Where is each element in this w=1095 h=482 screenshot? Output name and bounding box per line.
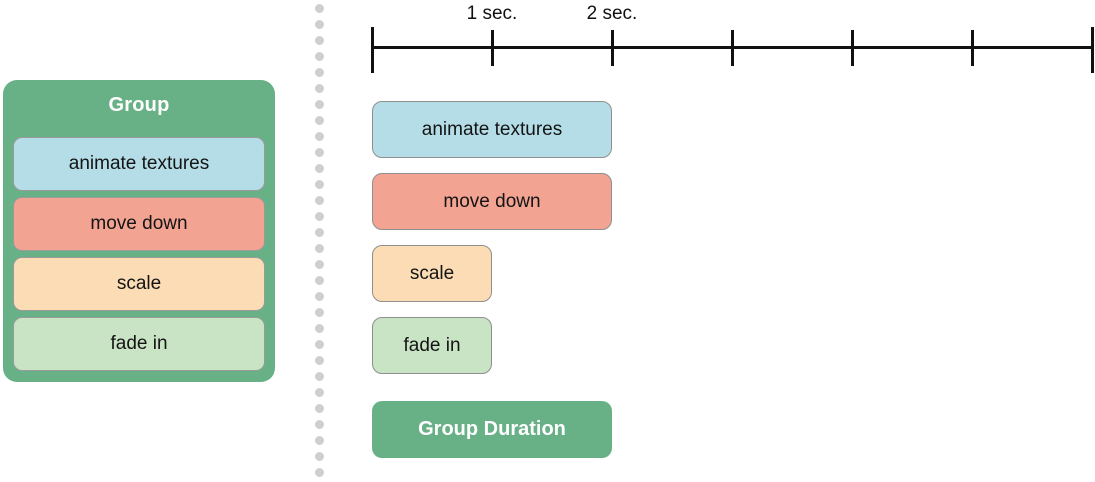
group-panel-title: Group [108,94,170,116]
group-row-label: scale [116,273,162,294]
axis-end-tick [371,27,374,73]
axis-tick [491,30,494,66]
divider-dot [315,180,324,189]
divider-dot [315,276,324,285]
group-row-fade-in[interactable]: fade in [13,317,265,371]
group-row-scale[interactable]: scale [13,257,265,311]
divider-dot [315,84,324,93]
divider-dot [315,404,324,413]
timeline-bar-group-duration[interactable]: Group Duration [372,401,612,458]
divider-dot [315,356,324,365]
divider-dot [315,372,324,381]
divider-dot [315,340,324,349]
divider-dot [315,468,324,477]
group-panel: Group animate textures move down scale f… [3,80,275,382]
divider-dot [315,436,324,445]
axis-tick-label: 2 sec. [586,3,638,24]
divider-dot [315,36,324,45]
axis-tick [851,30,854,66]
divider-dot [315,244,324,253]
divider-dot [315,292,324,301]
timeline-bar-fade-in[interactable]: fade in [372,317,492,374]
divider-dot [315,196,324,205]
group-row-label: fade in [110,333,168,354]
divider-dot [315,452,324,461]
timeline-bar-scale[interactable]: scale [372,245,492,302]
divider-dot [315,164,324,173]
divider-dot [315,116,324,125]
divider-dot [315,260,324,269]
divider-dot [315,100,324,109]
axis-end-tick [1091,27,1094,73]
axis-tick [731,30,734,66]
divider-dot [315,20,324,29]
dotted-divider [315,0,326,482]
group-row-label: move down [90,213,188,234]
group-row-label: animate textures [68,153,210,174]
timeline-bar-animate-textures[interactable]: animate textures [372,101,612,158]
divider-dot [315,228,324,237]
timeline-bar-move-down[interactable]: move down [372,173,612,230]
divider-dot [315,148,324,157]
divider-dot [315,388,324,397]
divider-dot [315,420,324,429]
divider-dot [315,132,324,141]
axis-tick [611,30,614,66]
divider-dot [315,4,324,13]
group-row-move-down[interactable]: move down [13,197,265,251]
divider-dot [315,52,324,61]
axis-tick-label: 1 sec. [466,3,518,24]
divider-dot [315,212,324,221]
divider-dot [315,324,324,333]
group-row-animate-textures[interactable]: animate textures [13,137,265,191]
axis-tick [971,30,974,66]
divider-dot [315,68,324,77]
divider-dot [315,308,324,317]
